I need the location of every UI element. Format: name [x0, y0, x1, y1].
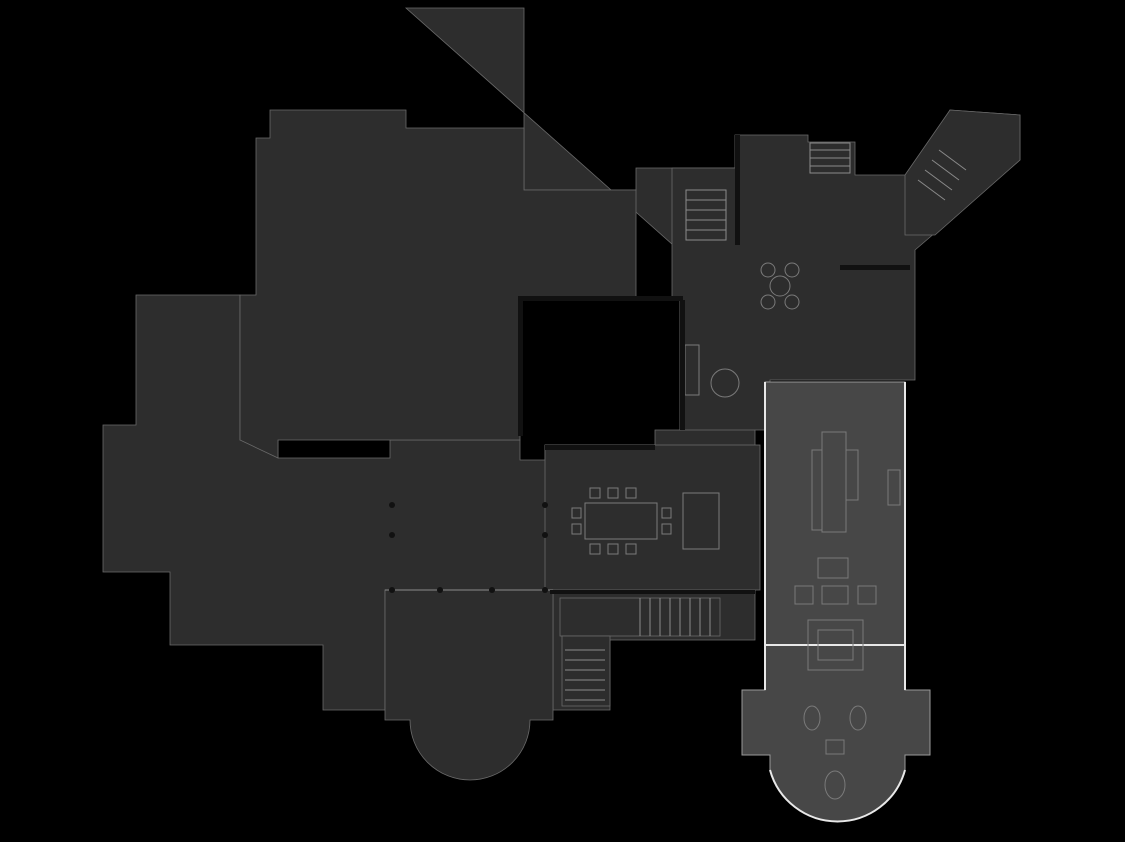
dining-table: [571, 487, 720, 555]
kitchen-furniture: [794, 431, 901, 800]
colonnade: [389, 502, 548, 593]
south-portico: [384, 589, 554, 781]
north-block: [239, 109, 637, 459]
north-stairs: [685, 142, 967, 241]
angled-stair-wing: [904, 109, 1021, 236]
east-wing-highlight: [741, 381, 931, 822]
walls: [518, 135, 910, 594]
